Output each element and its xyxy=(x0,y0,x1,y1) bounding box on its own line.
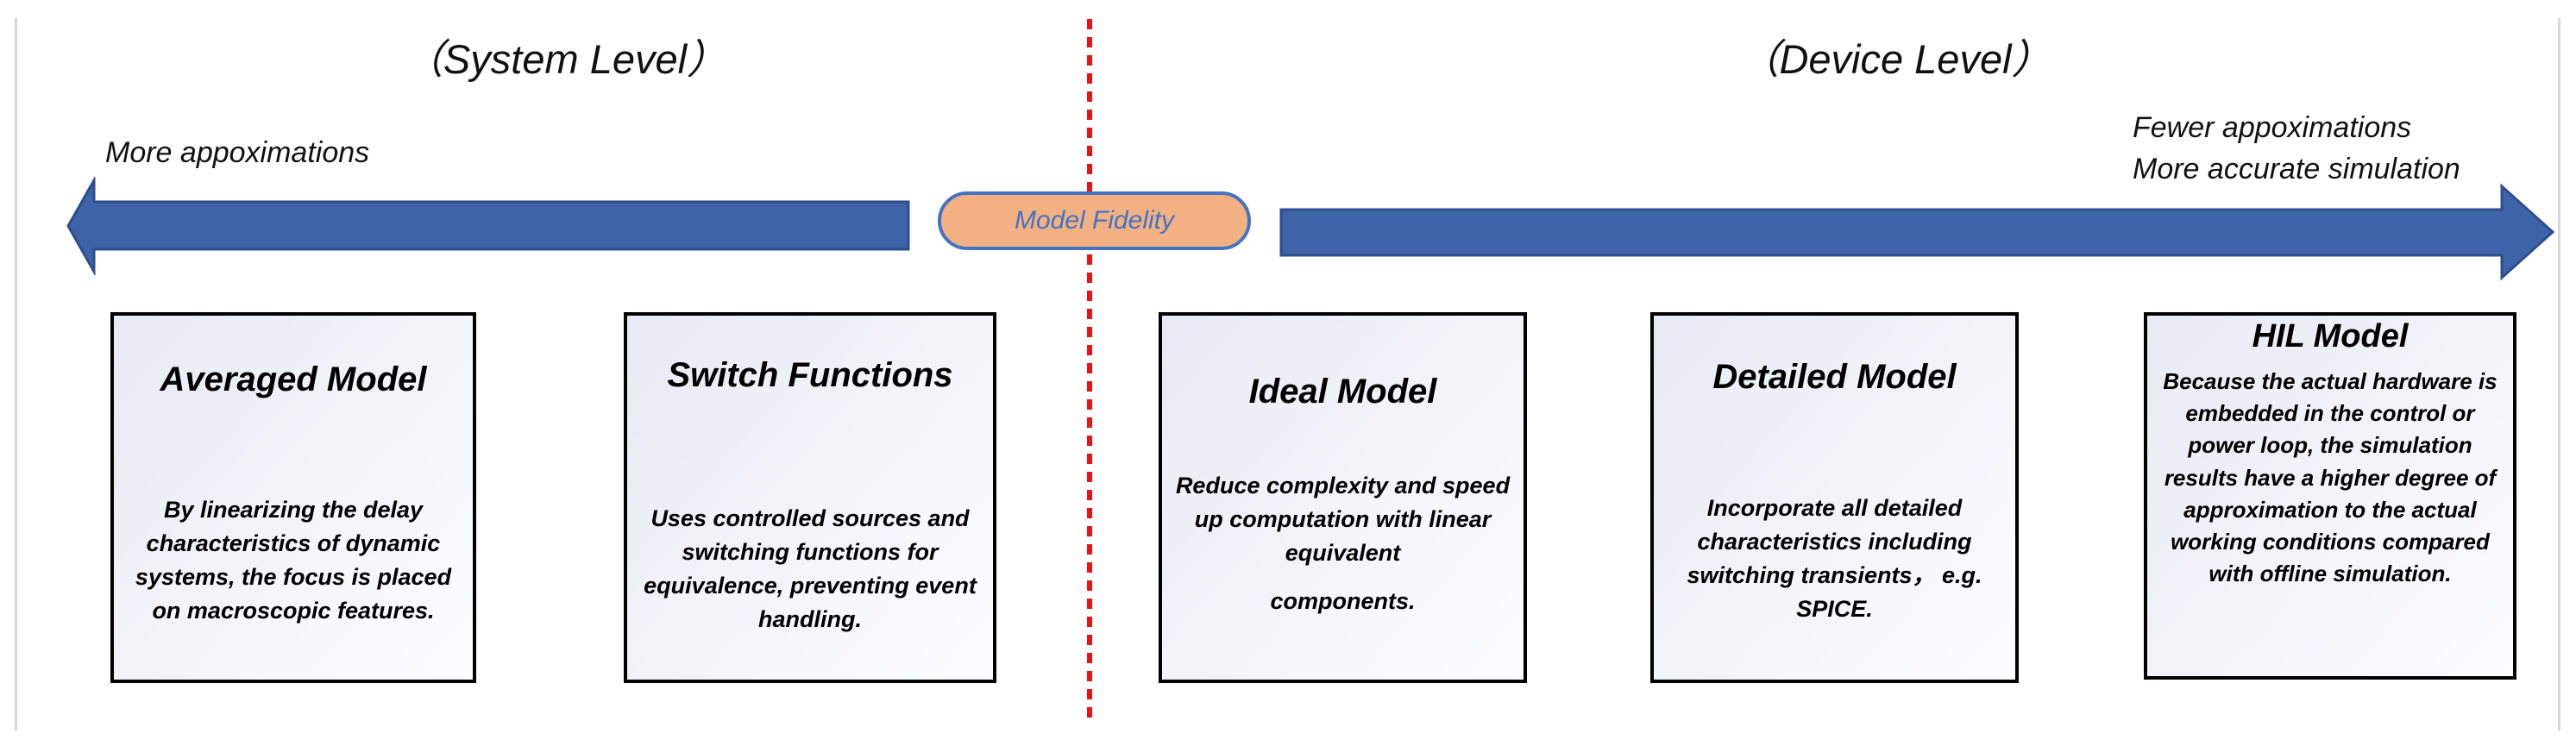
averaged-model-description: By linearizing the delay characteristics… xyxy=(135,497,452,624)
system-device-divider-line xyxy=(1087,19,1092,719)
detailed-model-description: Incorporate all detailed characteristics… xyxy=(1687,495,1982,623)
frame-edge-right xyxy=(2558,18,2560,730)
detailed-model-box: Detailed Model Incorporate all detailed … xyxy=(1650,312,2019,683)
frame-edge-left xyxy=(15,18,17,730)
detailed-model-title: Detailed Model xyxy=(1712,358,1957,396)
system-level-title: （System Level） xyxy=(402,36,728,82)
right-note-line-1: Fewer appoximations xyxy=(2133,111,2412,144)
hil-model-box: HIL Model Because the actual hardware is… xyxy=(2144,312,2516,680)
hil-model-title: HIL Model xyxy=(2252,318,2409,354)
averaged-model-title: Averaged Model xyxy=(160,360,427,398)
switch-functions-description: Uses controlled sources and switching fu… xyxy=(644,505,977,633)
device-level-title: （Device Level） xyxy=(1738,36,2052,82)
fewer-approximations-label: Fewer appoximations More accurate simula… xyxy=(2133,107,2460,190)
averaged-model-box: Averaged Model By linearizing the delay … xyxy=(110,312,476,683)
ideal-model-box: Ideal Model Reduce complexity and speed … xyxy=(1159,312,1527,683)
model-fidelity-pill: Model Fidelity xyxy=(938,191,1251,250)
more-approximations-label: More appoximations xyxy=(105,136,370,169)
switch-functions-box: Switch Functions Uses controlled sources… xyxy=(624,312,996,683)
model-fidelity-label: Model Fidelity xyxy=(1014,206,1175,235)
right-arrow-icon xyxy=(1279,183,2555,281)
hil-model-description: Because the actual hardware is embedded … xyxy=(2163,368,2497,587)
ideal-model-title: Ideal Model xyxy=(1248,373,1437,411)
left-arrow-icon xyxy=(66,177,910,275)
ideal-model-description-line2: components. xyxy=(1270,588,1416,614)
right-note-line-2: More accurate simulation xyxy=(2133,153,2460,185)
ideal-model-description: Reduce complexity and speed up computati… xyxy=(1175,473,1511,567)
switch-functions-title: Switch Functions xyxy=(667,356,953,394)
